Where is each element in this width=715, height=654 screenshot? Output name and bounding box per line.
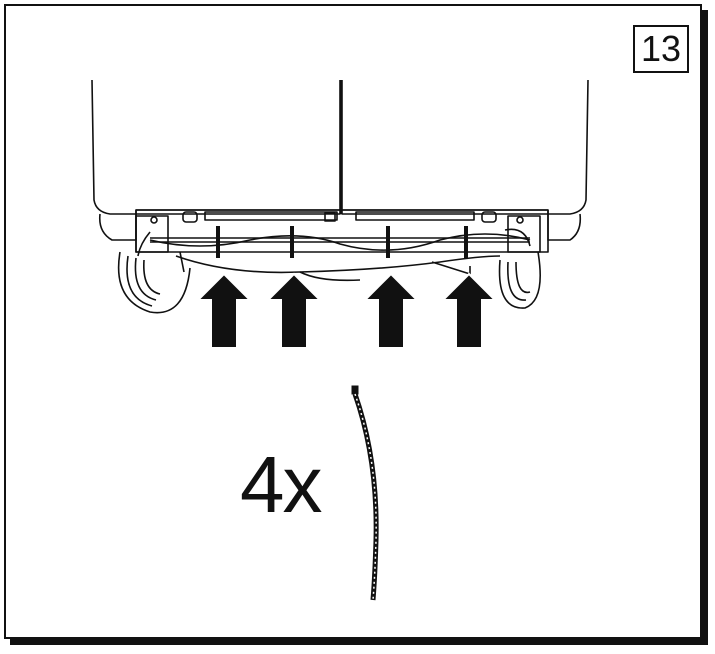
instruction-panel: [4, 4, 702, 639]
arrow-up-icon: [440, 272, 498, 349]
frame-shadow-right: [702, 10, 708, 645]
cable-tie-icon: [351, 385, 379, 601]
arrow-up-icon: [362, 272, 420, 349]
arrow-up-icon: [195, 272, 253, 349]
part-quantity: 4x: [240, 440, 323, 529]
step-number: 13: [633, 25, 689, 73]
frame-shadow-bottom: [10, 639, 708, 645]
arrow-up-icon: [265, 272, 323, 349]
